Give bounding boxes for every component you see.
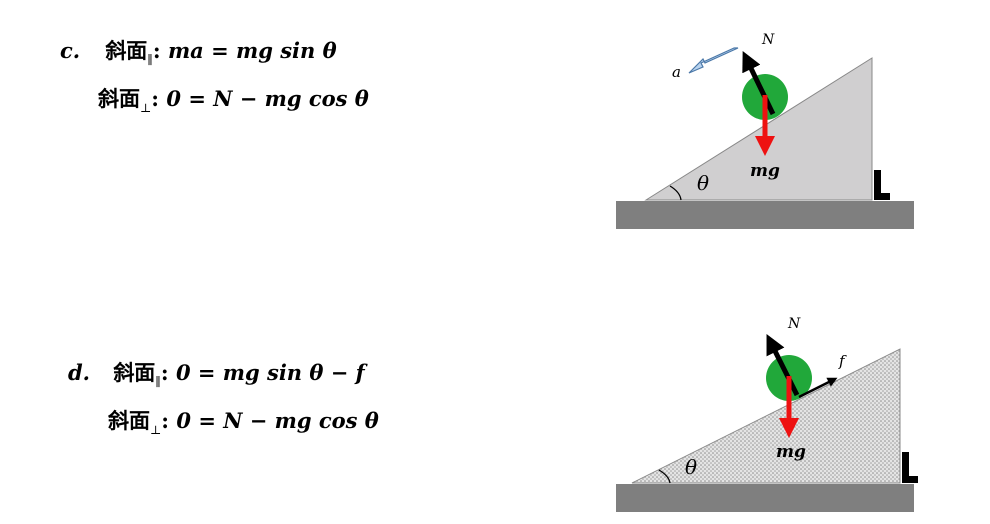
rhs: N − mg cos θ [223,408,379,433]
lhs: ma [167,38,204,63]
colon: : [152,38,161,63]
perpendicular-subscript: ⊥ [140,101,152,115]
equals: = [188,86,206,111]
case-c-eq-parallel: c. 斜面∥: ma = mg sin θ [60,40,337,66]
angle-label-c: θ [697,171,709,195]
friction-label-d: f [838,352,847,370]
lhs: 0 [176,408,191,433]
case-d-eq-perpendicular: 斜面⊥: 0 = N − mg cos θ [108,410,379,436]
colon: : [151,86,160,111]
plane-text: 斜面 [113,360,156,385]
rhs: mg sin θ − f [222,360,365,385]
equals: = [197,360,216,385]
diagram-c: θ a N mg [616,32,914,229]
normal-force-arrow-d [766,334,800,397]
angle-label-d: θ [685,455,697,479]
acceleration-label-c: a [672,63,681,81]
equals: = [211,38,229,63]
perpendicular-subscript: ⊥ [150,423,162,437]
incline-c [644,57,873,201]
normal-force-label-d: N [787,316,801,332]
wall-stop-d [902,452,918,483]
diagram-d: θ N f mg [616,316,918,512]
colon: : [160,360,169,385]
parallel-subscript: ∥ [147,53,153,67]
equals: = [198,408,216,433]
acceleration-arrow-c [688,47,739,74]
plane-text: 斜面 [98,86,140,111]
wall-stop-c [874,170,890,200]
plane-text: 斜面 [108,408,150,433]
normal-force-label-c: N [761,32,775,48]
case-d-eq-parallel: d. 斜面∥: 0 = mg sin θ − f [68,362,365,388]
parallel-subscript: ∥ [155,375,161,389]
case-c-label: c. [60,38,81,63]
normal-force-arrow-c [742,50,776,116]
angle-arc-c [669,185,682,201]
case-c-eq-perpendicular: 斜面⊥: 0 = N − mg cos θ [98,88,369,114]
angle-arc-d [658,469,671,484]
ground-c [616,201,914,229]
case-d-label: d. [68,360,90,385]
friction-arrow-d [798,377,838,399]
lhs: 0 [175,360,191,385]
rhs: N − mg cos θ [213,86,369,111]
ground-d [616,484,914,512]
weight-label-c: mg [750,161,780,181]
weight-label-d: mg [776,442,806,462]
rhs: mg sin θ [236,38,337,63]
incline-d [631,348,901,484]
plane-text: 斜面 [105,38,148,63]
lhs: 0 [166,86,181,111]
colon: : [161,408,170,433]
